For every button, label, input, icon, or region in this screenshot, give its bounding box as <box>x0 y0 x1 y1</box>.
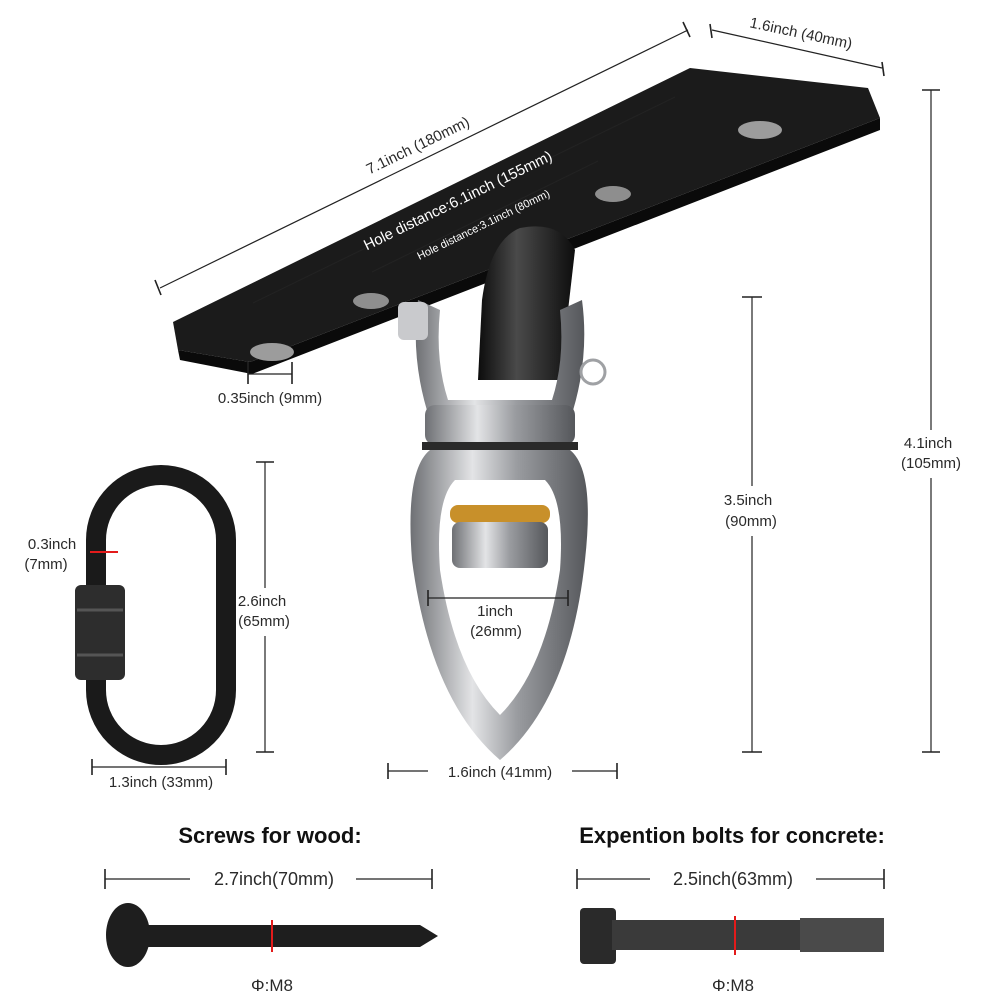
mounting-plate <box>173 68 880 374</box>
plate-hole <box>738 121 782 139</box>
shackle-bolt <box>398 302 428 340</box>
plate-hole <box>250 343 294 361</box>
bolt-length-label: 2.5inch(63mm) <box>673 869 793 889</box>
hook-width-label: 1.6inch (41mm) <box>448 764 552 781</box>
plate-hole <box>595 186 631 202</box>
hole-diameter-label: 0.35inch (9mm) <box>218 390 322 407</box>
expansion-bolt <box>580 908 884 964</box>
link-thickness-in-label: 0.3inch <box>28 536 76 553</box>
plate-length-label: 7.1inch (180mm) <box>364 114 473 179</box>
link-thickness-mm-label: (7mm) <box>24 556 67 573</box>
dimension-lines <box>91 21 940 889</box>
swivel-hook <box>398 226 607 760</box>
plate-width-label: 1.6inch (40mm) <box>748 14 853 52</box>
inner-width-mm-label: (26mm) <box>470 623 522 640</box>
link-height-mm-label: (65mm) <box>238 613 290 630</box>
screw-length-label: 2.7inch(70mm) <box>214 869 334 889</box>
bolt-diameter-label: Φ:M8 <box>712 976 754 995</box>
brass-bearing <box>450 505 550 523</box>
screw-diameter-label: Φ:M8 <box>251 976 293 995</box>
screws-heading: Screws for wood: <box>178 823 361 848</box>
link-width-label: 1.3inch (33mm) <box>109 774 213 791</box>
total-height-mm-label: (105mm) <box>901 455 961 472</box>
bolts-heading: Expention bolts for concrete: <box>579 823 885 848</box>
inner-width-in-label: 1inch <box>477 603 513 620</box>
hook-height-in-label: 3.5inch <box>724 492 772 509</box>
wood-screw <box>106 903 438 967</box>
plate-hole <box>353 293 389 309</box>
total-height-in-label: 4.1inch <box>904 435 952 452</box>
quick-link <box>75 465 236 765</box>
link-height-in-label: 2.6inch <box>238 593 286 610</box>
split-ring <box>579 358 607 386</box>
hook-height-mm-label: (90mm) <box>725 513 777 530</box>
